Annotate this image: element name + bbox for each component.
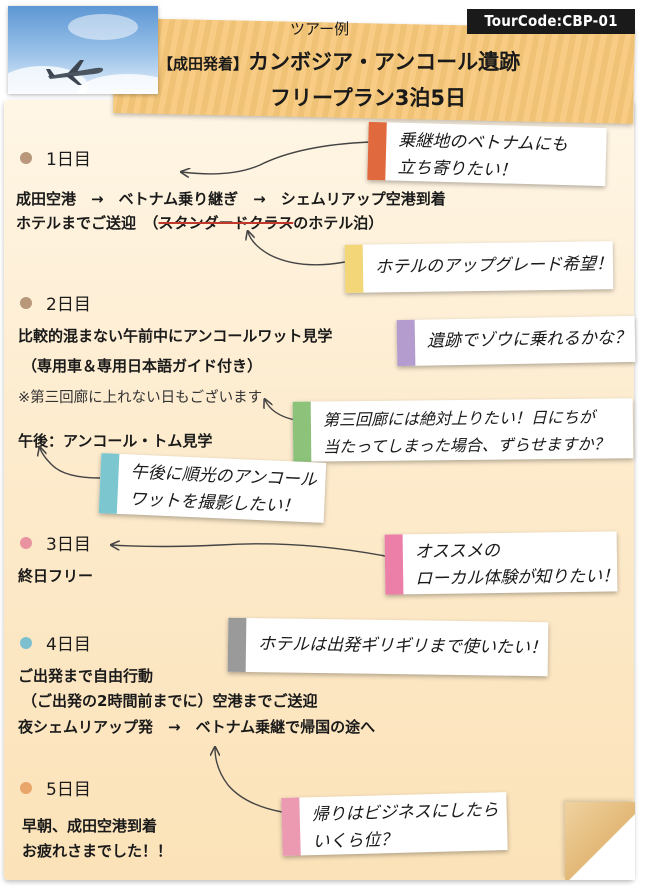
strikethrough-standard-class: スタンダードクラス xyxy=(158,214,294,232)
sticky-note-local-experience: オススメのローカル体験が知りたい！ xyxy=(384,531,619,595)
day-2-guide: （専用車＆専用日本語ガイド付き） xyxy=(22,357,263,375)
sticky-note-elephant-ride: 遺跡でゾウに乗れるかな？ xyxy=(396,315,636,367)
day-4-bullet xyxy=(20,636,32,649)
day-5-bye: お疲れさまでした！！ xyxy=(22,842,173,860)
day-2-morning: 比較的混まない午前中にアンコールワット見学 xyxy=(18,327,333,345)
page-title: 【成田発着】カンボジア・アンコール遺跡 xyxy=(158,46,520,76)
day-4-free: ご出発まで自由行動 xyxy=(18,667,154,685)
day-3-free: 終日フリー xyxy=(18,567,94,585)
day-1-bullet xyxy=(20,151,32,164)
page-subtitle: フリープラン3泊5日 xyxy=(270,86,466,110)
day-1-heading: 1日目 xyxy=(20,145,91,170)
day-3-heading: 3日目 xyxy=(20,530,91,555)
sticky-note-vietnam-stopover: 乗継地のベトナムにも立ち寄りたい！ xyxy=(367,121,607,187)
sticky-note-hotel-upgrade: ホテルのアップグレード希望！ xyxy=(344,241,614,293)
day-5-arrive: 早朝、成田空港到着 xyxy=(22,817,158,835)
sticky-note-business-class: 帰りはビジネスにしたらいくら位？ xyxy=(281,792,508,856)
title-text: カンボジア・アンコール遺跡 xyxy=(248,50,521,74)
tour-code-badge: TourCode:CBP-01 xyxy=(467,9,635,34)
day-2-afternoon: 午後：アンコール・トム見学 xyxy=(18,432,213,450)
day-4-depart: 夜シェムリアップ発 → ベトナム乗継で帰国の途へ xyxy=(18,718,376,736)
tour-example-label: ツアー例 xyxy=(290,20,350,38)
day-1-route: 成田空港 → ベトナム乗り継ぎ → シェムリアップ空港到着 xyxy=(16,190,446,208)
sticky-note-late-checkout: ホテルは出発ギリギリまで使いたい！ xyxy=(227,617,549,677)
airplane-icon xyxy=(46,60,104,85)
day-3-bullet xyxy=(20,536,32,549)
day-4-heading: 4日目 xyxy=(20,630,91,655)
departure-tag: 【成田発着】 xyxy=(158,55,249,73)
day-2-notice: ※第三回廊に上れない日もございます xyxy=(18,390,263,406)
page-curl xyxy=(565,802,635,880)
sticky-note-third-gallery: 第三回廊には絶対上りたい！日にちが当たってしまった場合、ずらせますか？ xyxy=(292,398,634,462)
day-5-heading: 5日目 xyxy=(20,775,91,800)
airplane-photo xyxy=(8,6,158,94)
day-2-bullet xyxy=(20,296,32,309)
sticky-note-photo-angkor: 午後に順光のアンコールワットを撮影したい！ xyxy=(98,453,327,523)
day-4-transfer: （ご出発の2時間前までに）空港までご送迎 xyxy=(22,692,318,710)
day-1-hotel: ホテルまでご送迎 （スタンダードクラスのホテル泊） xyxy=(16,214,384,232)
day-5-bullet xyxy=(20,781,32,794)
day-2-heading: 2日目 xyxy=(20,290,91,315)
